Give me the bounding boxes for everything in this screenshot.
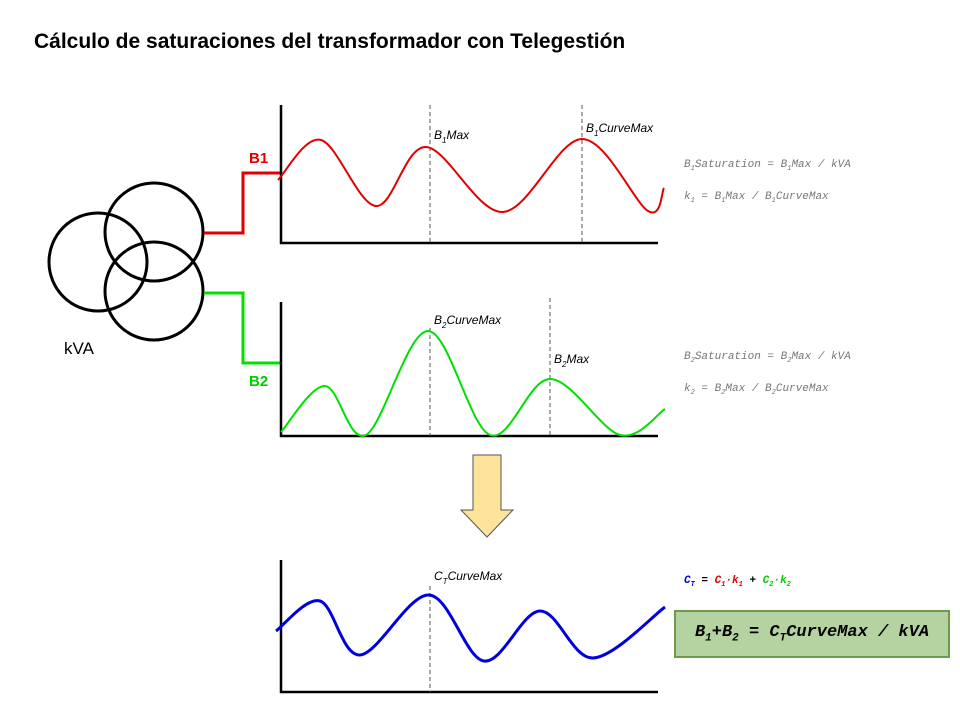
plot-b2: B2CurveMax B2Max: [279, 298, 666, 438]
k1-formula: k1 = B1Max / B1CurveMax: [684, 191, 829, 205]
plot-ct: CTCurveMax: [275, 560, 666, 694]
page-title: Cálculo de saturaciones del transformado…: [34, 30, 626, 53]
b2-saturation-formula: B2Saturation = B2Max / kVA: [684, 351, 851, 365]
transformer-kva-label: kVA: [64, 339, 95, 358]
b2-label: B2: [249, 373, 268, 390]
b2-max-label: B2Max: [554, 352, 590, 369]
b1-max-label: B1Max: [434, 128, 470, 145]
plot-ct-axes: [279, 560, 658, 694]
ct-combination-formula: CT = C1·k1 + C2·k2: [684, 575, 792, 589]
result-formula-box: B1+B2 = CTCurveMax / kVA: [674, 610, 950, 658]
b1-curve-max-label: B1CurveMax: [586, 121, 654, 138]
formulas-b1: B1Saturation = B1Max / kVA k1 = B1Max / …: [684, 159, 851, 205]
sum-down-arrow: [459, 454, 515, 538]
plot-b1: B1Max B1CurveMax: [277, 105, 665, 245]
k2-formula: k2 = B2Max / B2CurveMax: [684, 383, 829, 397]
transformer-symbol: [47, 181, 205, 342]
b1-connector-line: [204, 171, 280, 235]
b1-label: B1: [249, 150, 268, 167]
ct-curve-max-label: CTCurveMax: [434, 569, 503, 586]
result-formula: B1+B2 = CTCurveMax / kVA: [694, 623, 930, 645]
b2-curve: [280, 329, 666, 437]
formulas-b2: B2Saturation = B2Max / kVA k2 = B2Max / …: [684, 351, 851, 397]
plot-b1-axes: [279, 105, 658, 245]
transformer-primary-circle: [47, 211, 149, 313]
ct-curve: [275, 593, 666, 663]
transformer-secondary-b2-circle: [103, 240, 205, 342]
plot-b2-axes: [279, 302, 658, 438]
b2-curve-max-label: B2CurveMax: [434, 313, 502, 330]
b1-curve: [277, 137, 665, 214]
b2-connector-line: [204, 291, 280, 365]
transformer-secondary-b1-circle: [103, 181, 205, 283]
b1-saturation-formula: B1Saturation = B1Max / kVA: [684, 159, 851, 173]
